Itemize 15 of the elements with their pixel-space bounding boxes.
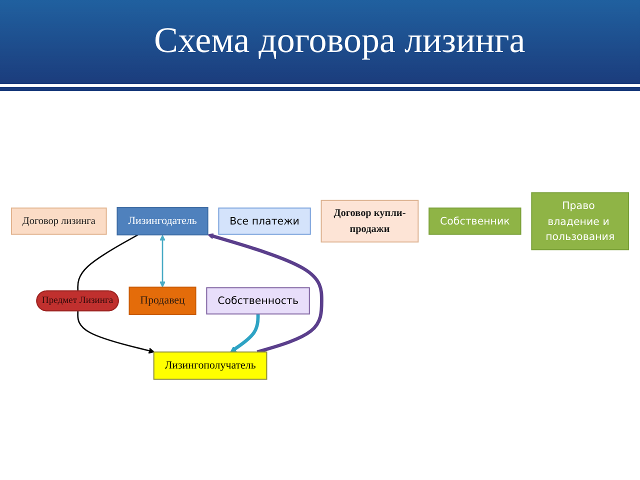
node-box: Собственник	[428, 208, 522, 235]
node-box: Договор лизинга	[10, 208, 107, 235]
node-box: Собственность	[206, 287, 310, 314]
title: Схема договора лизинга	[154, 20, 526, 60]
node-box: Договор купли-продажи	[320, 200, 419, 243]
node-box: Продавец	[128, 286, 196, 315]
arrow	[230, 314, 260, 352]
node-box: Лизингодатель	[116, 207, 208, 236]
node-box: Лизингополучатель	[153, 351, 268, 380]
arrow	[77, 311, 155, 354]
connector	[77, 234, 138, 292]
node-box: Право владение и пользования	[531, 192, 630, 250]
arrow	[208, 233, 324, 354]
node-box: Все платежи	[218, 208, 311, 235]
arrow	[160, 234, 166, 288]
